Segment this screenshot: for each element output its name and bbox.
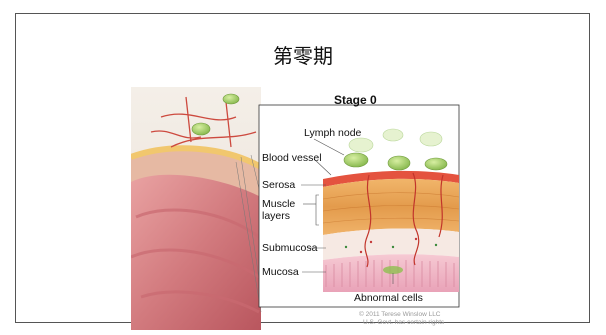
lymph-node-3 <box>425 158 447 170</box>
muscle-layers-label-line2: layers <box>262 210 290 222</box>
credit-line-1: © 2011 Terese Winslow LLC <box>359 311 441 319</box>
slide-title: 第零期 <box>0 40 606 69</box>
lymph-node-faded-3 <box>420 132 442 146</box>
submucosa-label: Submucosa <box>262 242 317 254</box>
blood-vessel-label: Blood vessel <box>262 152 322 164</box>
credit-line-2: U.S. Govt. has certain rights <box>363 319 444 327</box>
lymph-node-label: Lymph node <box>304 127 361 139</box>
stage-title: Stage 0 <box>334 94 377 106</box>
muscle-layers-label-line1: Muscle <box>262 198 295 210</box>
serosa-label: Serosa <box>262 179 295 191</box>
mucosa-label: Mucosa <box>262 266 299 278</box>
abnormal-cells-cluster <box>383 266 403 274</box>
colon-wall-diagram: Stage 0 Lymph node Blood vessel Serosa M… <box>131 87 471 330</box>
lymph-node-faded-2 <box>383 129 403 141</box>
abnormal-cells-label: Abnormal cells <box>354 292 423 304</box>
lymph-node-2 <box>388 156 410 170</box>
lymph-node-faded-1 <box>349 138 373 152</box>
lymph-node-1 <box>344 153 368 167</box>
lymph-node-left-1 <box>192 123 210 135</box>
lymph-node-left-2 <box>223 94 239 104</box>
